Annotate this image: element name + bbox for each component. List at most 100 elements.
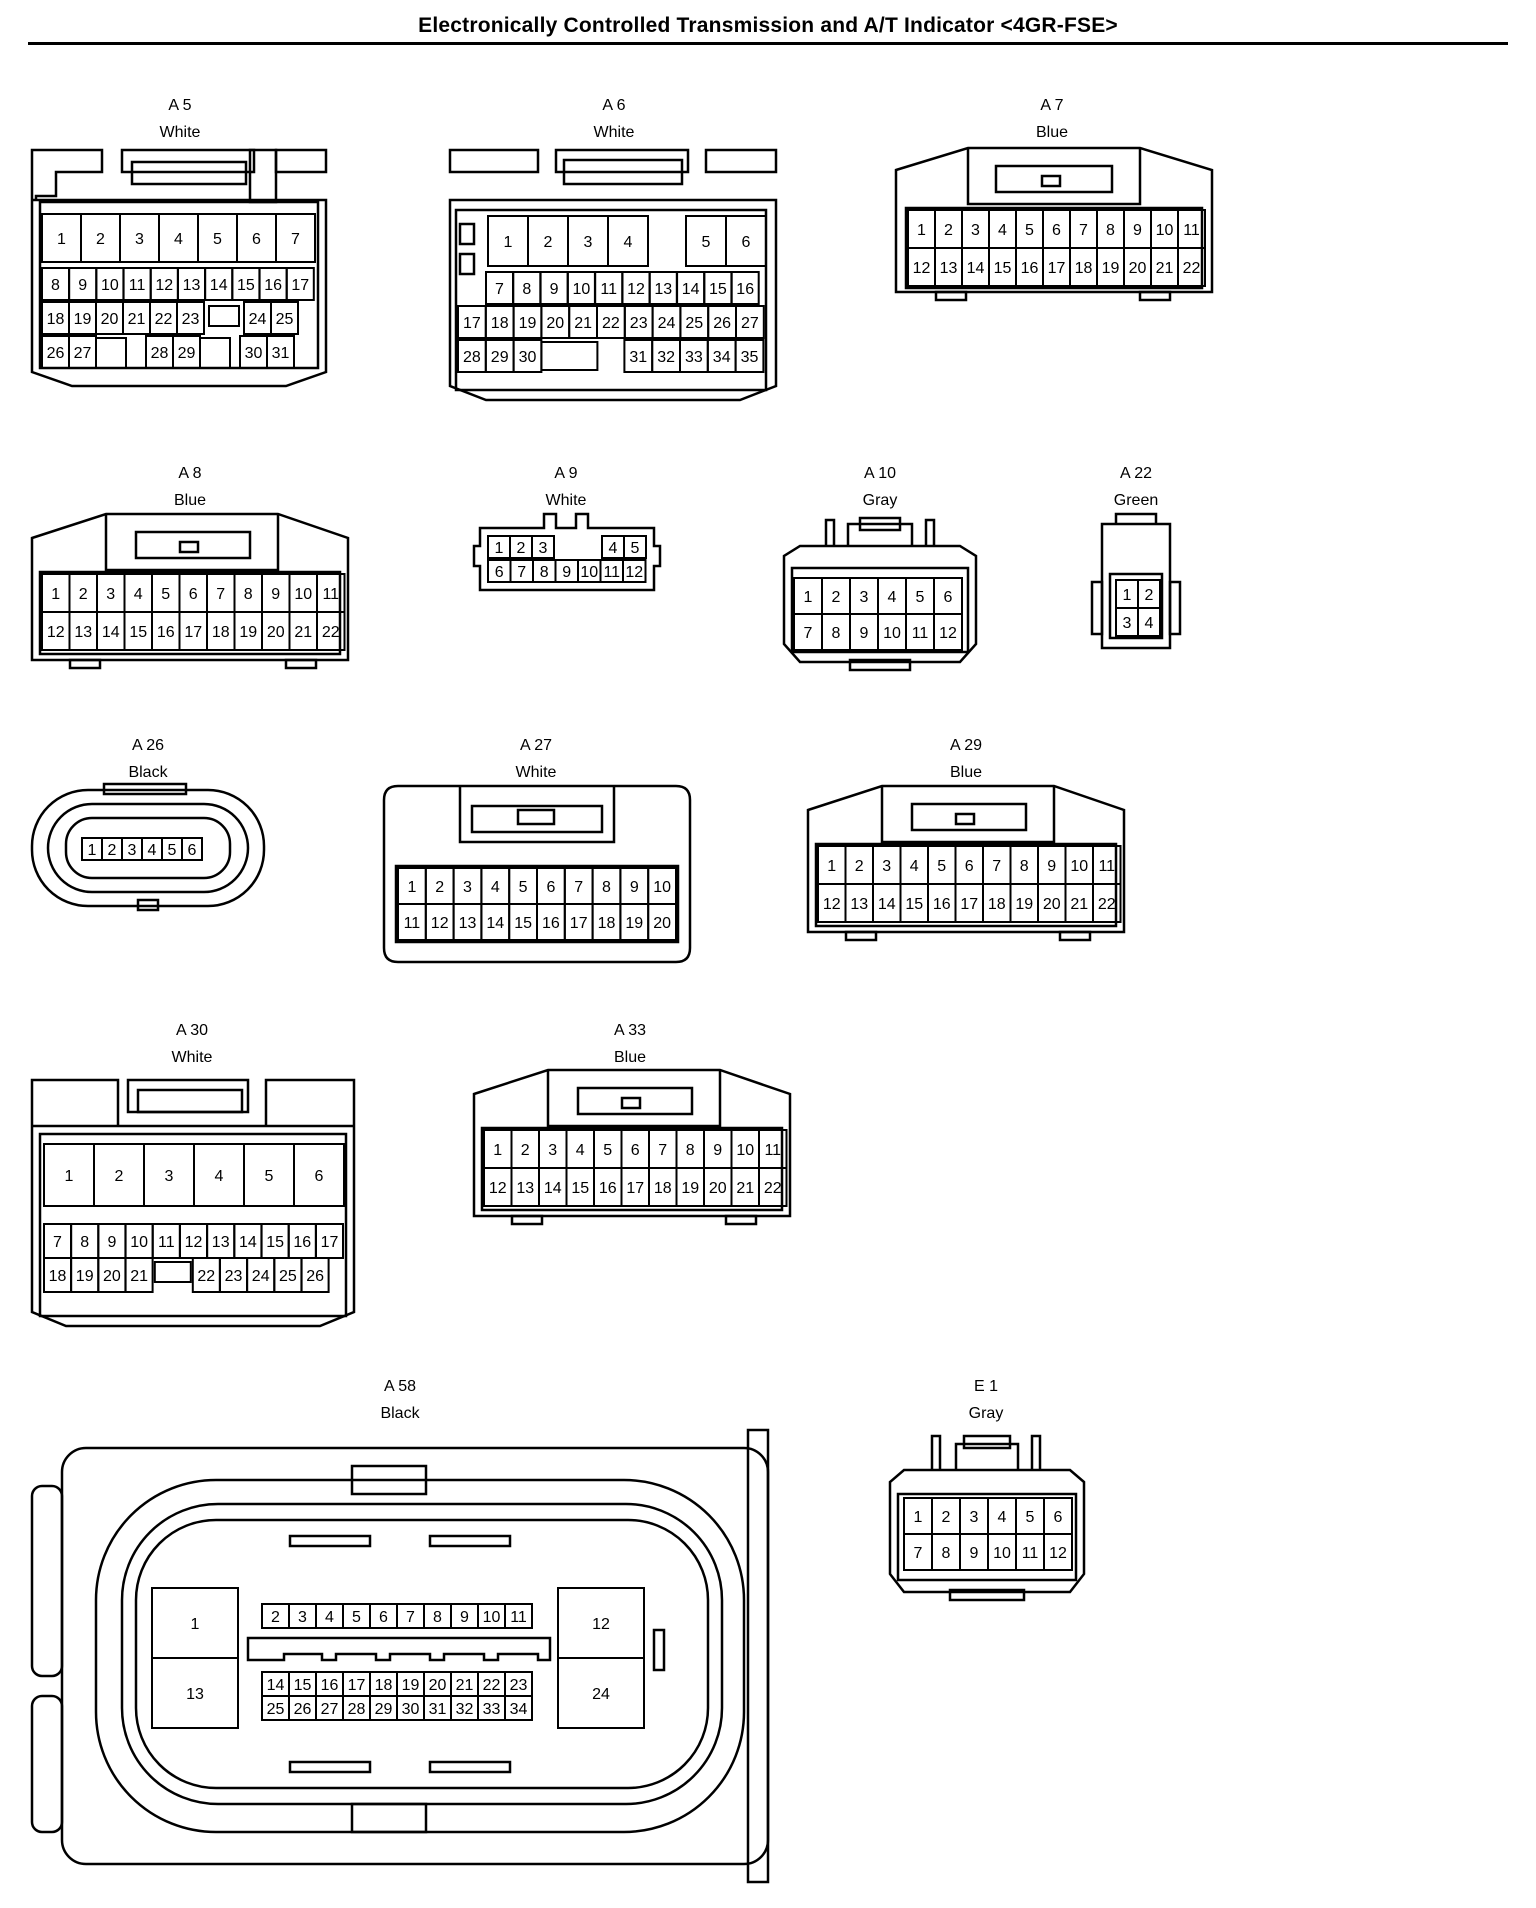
pin-number: 26: [294, 1701, 312, 1718]
pin-number: 19: [239, 624, 257, 641]
pin-number: 15: [514, 915, 532, 932]
pin-number: 12: [489, 1180, 507, 1197]
pin-number: 6: [965, 858, 974, 875]
pin-number: 18: [598, 915, 616, 932]
pin-number: 9: [271, 586, 280, 603]
pin-number: 1: [495, 540, 504, 557]
pin-number: 1: [65, 1168, 74, 1185]
pin-number: 12: [913, 260, 931, 277]
pin-number: 7: [992, 858, 1001, 875]
pin-number: 11: [1098, 858, 1115, 875]
pin-number: 6: [379, 1609, 388, 1626]
pin-number: 4: [624, 234, 633, 251]
pin-number: 5: [519, 879, 528, 896]
pin-number: 24: [592, 1686, 610, 1703]
pin-number: 17: [291, 277, 309, 294]
pin-cavity: [758, 1167, 788, 1207]
pin-cavity: [124, 1257, 154, 1293]
pin-cavity: [735, 305, 765, 339]
pin-number: 10: [883, 625, 901, 642]
pin-number: 4: [491, 879, 500, 896]
pin-number: 19: [402, 1677, 420, 1694]
pin-number: 29: [178, 345, 196, 362]
pin-number: 18: [491, 315, 509, 332]
pin-number: 15: [709, 281, 727, 298]
pin-number: 35: [741, 349, 759, 366]
connector-color: White: [546, 492, 587, 509]
pin-number: 14: [682, 281, 700, 298]
pin-number: 10: [130, 1234, 148, 1251]
pin-number: 2: [108, 842, 117, 859]
pin-number: 33: [685, 349, 703, 366]
pin-number: 4: [325, 1609, 334, 1626]
pin-number: 26: [713, 315, 731, 332]
pin-number: 16: [321, 1677, 339, 1694]
pin-number: 2: [521, 1142, 530, 1159]
pin-number: 10: [573, 281, 591, 298]
pin-number: 30: [519, 349, 537, 366]
pin-number: 15: [994, 260, 1012, 277]
pin-number: 7: [574, 879, 583, 896]
pin-number: 21: [130, 1268, 148, 1285]
pin-number: 11: [912, 625, 929, 642]
pin-number: 6: [1052, 222, 1061, 239]
pin-number: 3: [135, 231, 144, 248]
pin-number: 8: [540, 564, 549, 581]
pin-number: 4: [134, 586, 143, 603]
pin-number: 16: [1021, 260, 1039, 277]
pin-number: 3: [463, 879, 472, 896]
pin-number: 18: [988, 896, 1006, 913]
pin-number: 13: [940, 260, 958, 277]
pin-number: 20: [267, 624, 285, 641]
pin-number: 5: [1026, 1509, 1035, 1526]
pin-number: 17: [463, 315, 481, 332]
pin-number: 15: [571, 1180, 589, 1197]
blank-cavity: [95, 337, 127, 369]
pin-number: 19: [74, 311, 92, 328]
pin-number: 10: [736, 1142, 754, 1159]
blank-cavity: [540, 341, 599, 371]
pin-number: 4: [148, 842, 157, 859]
pin-number: 20: [1129, 260, 1147, 277]
pin-number: 32: [456, 1701, 474, 1718]
pin-number: 22: [764, 1180, 782, 1197]
pin-number: 23: [225, 1268, 243, 1285]
pin-number: 15: [266, 1234, 284, 1251]
pin-cavity: [1137, 607, 1161, 637]
pin-number: 23: [182, 311, 200, 328]
connector-id: A 5: [168, 97, 191, 114]
pin-number: 12: [431, 915, 449, 932]
pin-cavity: [1092, 883, 1122, 923]
connector-color: Gray: [863, 492, 898, 509]
pin-cavity: [933, 613, 963, 651]
pin-number: 11: [603, 564, 620, 581]
pin-number: 22: [197, 1268, 215, 1285]
pin-number: 14: [210, 277, 228, 294]
pin-number: 8: [1020, 858, 1029, 875]
pin-number: 11: [322, 586, 339, 603]
pin-number: 28: [463, 349, 481, 366]
connector-color: Blue: [1036, 124, 1068, 141]
pin-number: 6: [546, 879, 555, 896]
pin-number: 4: [174, 231, 183, 248]
pin-number: 5: [213, 231, 222, 248]
pin-number: 20: [101, 311, 119, 328]
pin-number: 27: [321, 1701, 339, 1718]
pin-number: 2: [1145, 587, 1154, 604]
pin-number: 19: [76, 1268, 94, 1285]
pin-number: 21: [1156, 260, 1174, 277]
connector-id: A 10: [864, 465, 896, 482]
pin-cavity: [181, 837, 203, 861]
pin-number: 16: [293, 1234, 311, 1251]
connector-color: Blue: [950, 764, 982, 781]
pin-number: 3: [298, 1609, 307, 1626]
pin-number: 1: [407, 879, 416, 896]
connector-id: A 30: [176, 1022, 208, 1039]
pin-number: 8: [244, 586, 253, 603]
pin-number: 8: [832, 625, 841, 642]
pin-number: 8: [80, 1234, 89, 1251]
